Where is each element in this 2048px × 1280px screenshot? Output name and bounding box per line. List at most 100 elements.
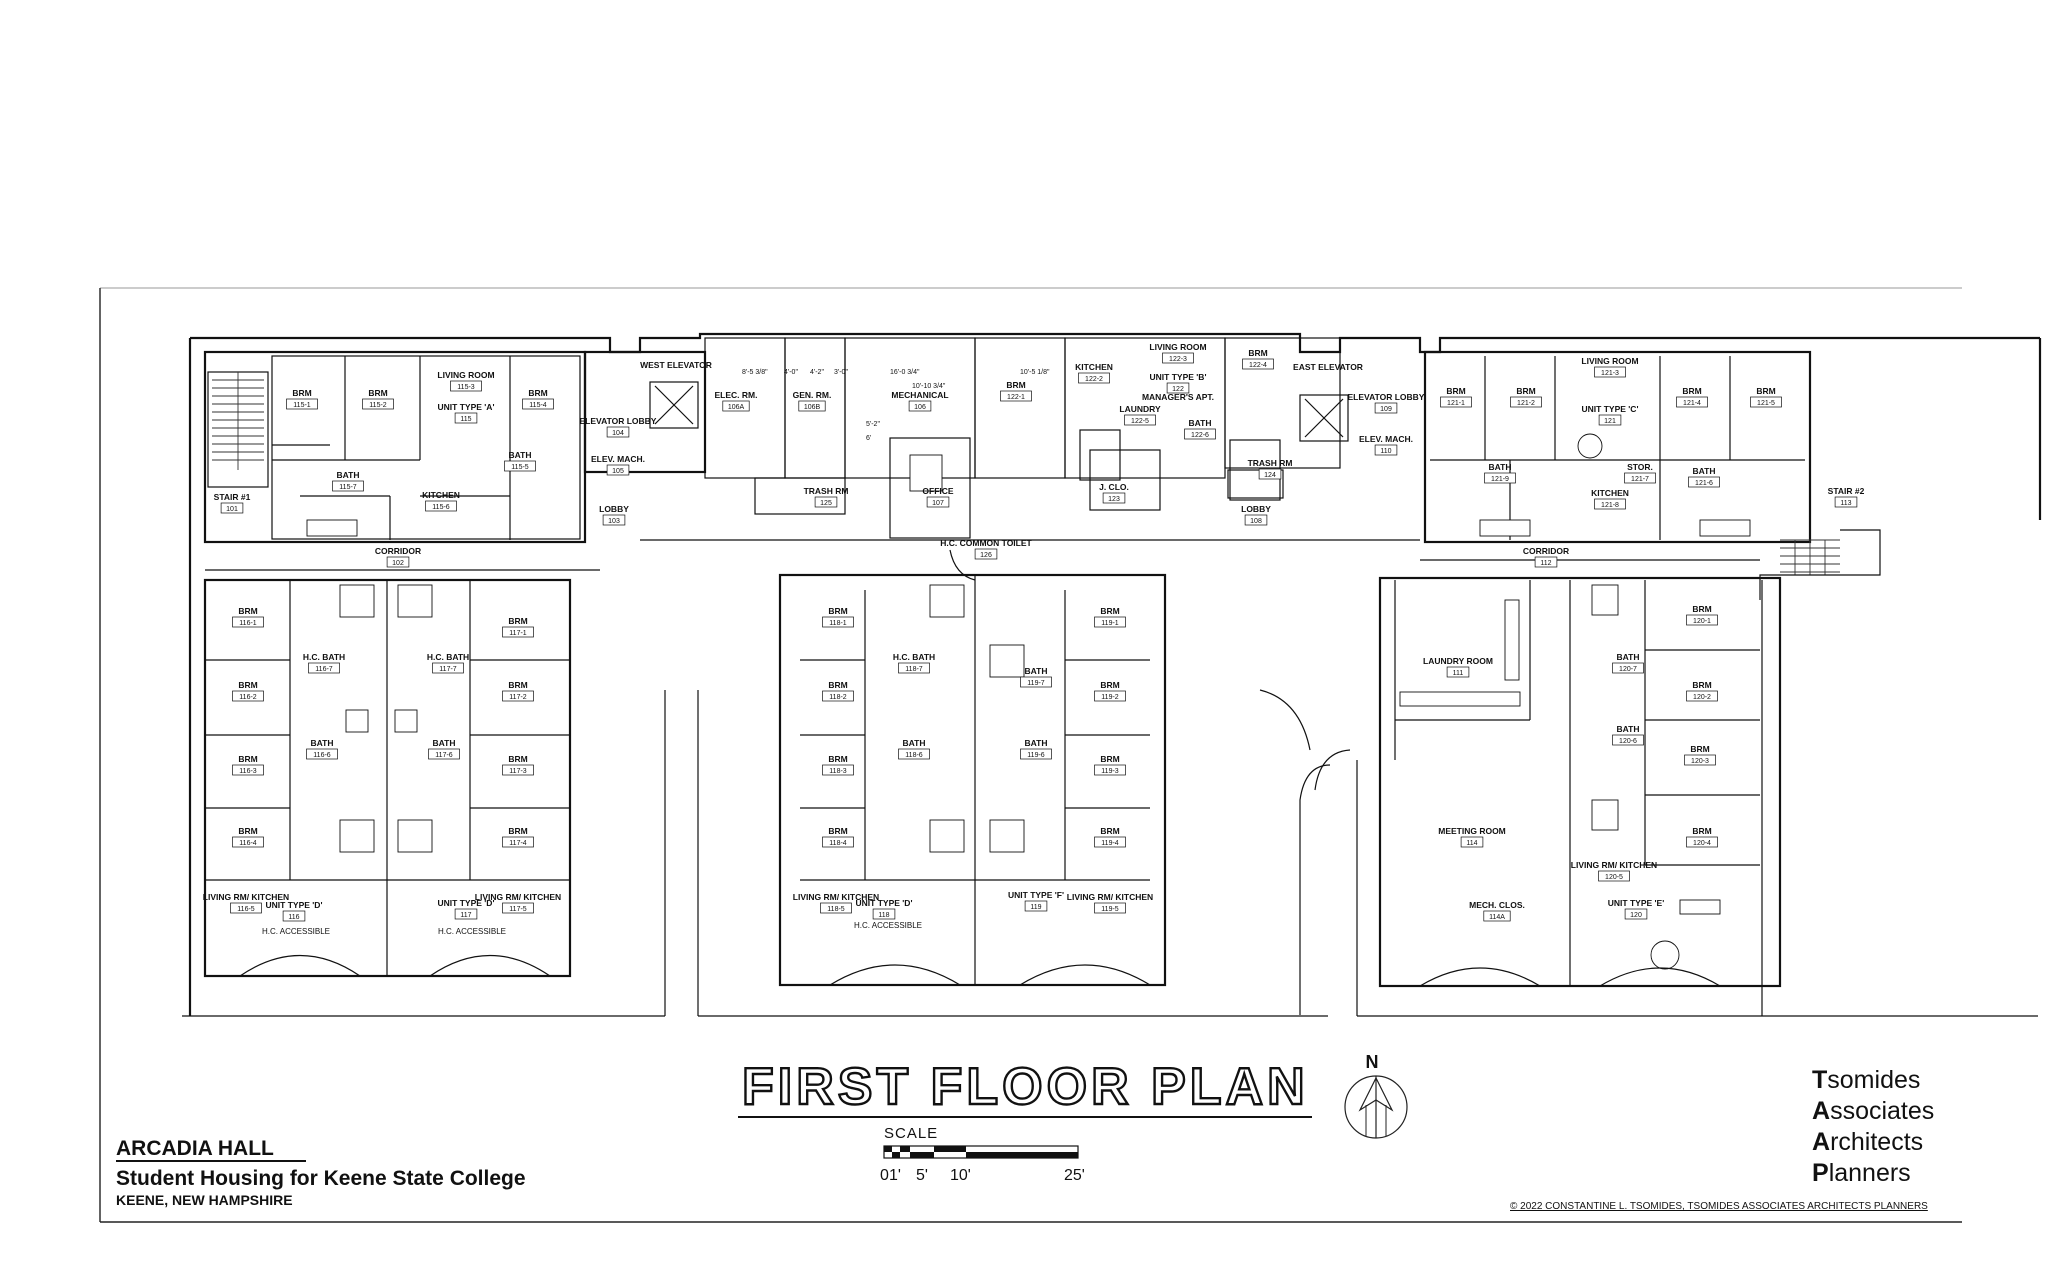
room-number-box	[332, 480, 364, 492]
room-number: 119-3	[1101, 768, 1118, 775]
room-number-box	[1374, 444, 1398, 456]
room-east-elevator: EAST ELEVATOR	[1293, 362, 1363, 372]
room-label: OFFICE	[922, 486, 953, 496]
room-number-box	[602, 514, 626, 526]
room-number: 119-1	[1101, 620, 1118, 627]
room-number-box	[1000, 390, 1032, 402]
room-label: H.C. COMMON TOILET	[940, 538, 1032, 548]
room-label: KITCHEN	[422, 490, 460, 500]
room-number-box	[362, 398, 394, 410]
room-label: UNIT TYPE 'B'	[1150, 372, 1207, 382]
scale-tick-5: 5'	[916, 1167, 928, 1184]
project-name: ARCADIA HALL	[116, 1137, 274, 1160]
room-number-box	[386, 556, 410, 568]
room-number: 120	[1630, 912, 1642, 919]
room-number: 121-3	[1601, 370, 1619, 377]
room-number-box	[1612, 734, 1644, 746]
room-number-box	[1446, 666, 1470, 678]
room-number: 117-2	[509, 694, 526, 701]
room-label: BRM	[1100, 826, 1119, 836]
room-number-box	[232, 764, 264, 776]
room-number: 115-1	[293, 402, 310, 409]
room-number-box	[220, 502, 244, 514]
ground-lines	[182, 580, 2038, 1017]
middle-wing-walls	[778, 549, 1167, 987]
room-label: ELEC. RM.	[715, 390, 758, 400]
dimension-labels: 8'-5 3/8"4'-0"4'-2"3'-0"16'-0 3/4"10'-10…	[742, 369, 1050, 442]
room-label: LIVING RM/ KITCHEN	[793, 892, 879, 902]
room-label: BRM	[508, 754, 527, 764]
room-number: 119-2	[1101, 694, 1118, 701]
room-label: MECH. CLOS.	[1469, 900, 1525, 910]
scale-tick-10: 10'	[950, 1167, 971, 1184]
room-number-box	[308, 662, 340, 674]
room-number-box	[1374, 402, 1398, 414]
west-wing-walls	[203, 578, 572, 978]
room-number: 120-6	[1619, 738, 1637, 745]
room-label: STAIR #2	[1828, 486, 1865, 496]
room-number-box	[1483, 910, 1511, 922]
room-number-box	[1020, 676, 1052, 688]
room-number: 120-4	[1693, 840, 1711, 847]
room-number: 117-7	[439, 666, 456, 673]
room-number: 115-5	[511, 464, 528, 471]
room-number-box	[1460, 836, 1484, 848]
room-label: CORRIDOR	[1523, 546, 1569, 556]
room-label: BRM	[238, 826, 257, 836]
room-number: 120-1	[1693, 618, 1711, 625]
room-number-box	[1624, 472, 1656, 484]
room-label: BRM	[828, 606, 847, 616]
room-number-box	[450, 380, 482, 392]
room-number: 125	[820, 500, 832, 507]
room-label: KITCHEN	[1075, 362, 1113, 372]
drawing-title: FIRST FLOOR PLAN	[742, 1058, 1309, 1116]
room-number: 119-5	[1101, 906, 1118, 913]
room-label: BATH	[337, 470, 360, 480]
room-label: LOBBY	[599, 504, 629, 514]
room-number: 121	[1604, 418, 1616, 425]
room-number-box	[232, 690, 264, 702]
room-label: BRM	[1248, 348, 1267, 358]
room-number-box	[798, 400, 826, 412]
room-number: 114	[1466, 840, 1477, 847]
room-label: ELEV. MACH.	[591, 454, 645, 464]
room-number-box	[820, 902, 852, 914]
room-number-box	[1102, 492, 1126, 504]
room-number-box	[898, 748, 930, 760]
room-label: CORRIDOR	[375, 546, 421, 556]
room-number-box	[428, 748, 460, 760]
room-label: BRM	[238, 754, 257, 764]
room-number-box	[1684, 754, 1716, 766]
room-label: LIVING RM/ KITCHEN	[1571, 860, 1657, 870]
room-number-box	[1484, 472, 1516, 484]
room-number-box	[1094, 690, 1126, 702]
room-number-box	[286, 398, 318, 410]
room-number-box	[1258, 468, 1282, 480]
north-label: N	[1366, 1052, 1379, 1072]
